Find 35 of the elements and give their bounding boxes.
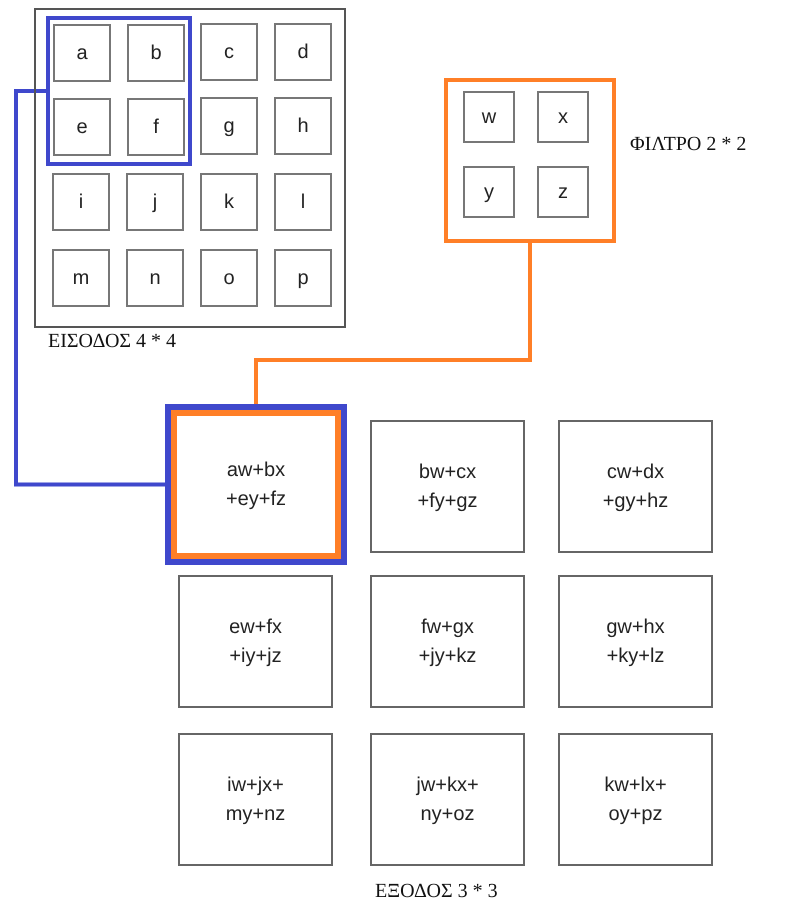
output-cell: iw+jx+ my+nz [178, 733, 333, 866]
output-cell: bw+cx +fy+gz [370, 420, 525, 553]
matrix-cell: k [200, 173, 258, 231]
matrix-cell: p [274, 249, 332, 307]
output-cell: kw+lx+ oy+pz [558, 733, 713, 866]
matrix-cell: b [127, 24, 185, 82]
matrix-cell: g [200, 97, 258, 155]
matrix-cell: m [52, 249, 110, 307]
matrix-cell: z [537, 166, 589, 218]
matrix-cell: x [537, 91, 589, 143]
matrix-cell: i [52, 173, 110, 231]
matrix-cell: e [53, 98, 111, 156]
matrix-cell: w [463, 91, 515, 143]
matrix-cell: o [200, 249, 258, 307]
matrix-cell: f [127, 98, 185, 156]
grid-heading: ΕΙΣΟΔΟΣ 4 * 4 [48, 330, 176, 353]
output-heading: ΕΞΟΔΟΣ 3 * 3 [375, 880, 498, 903]
matrix-cell: c [200, 23, 258, 81]
output-cell: fw+gx +jy+kz [370, 575, 525, 708]
output-cell: jw+kx+ ny+oz [370, 733, 525, 866]
matrix-cell: y [463, 166, 515, 218]
matrix-cell: h [274, 97, 332, 155]
output-cell: aw+bx +ey+fz [165, 404, 347, 565]
output-cell: gw+hx +ky+lz [558, 575, 713, 708]
matrix-cell: j [126, 173, 184, 231]
output-cell: ew+fx +iy+jz [178, 575, 333, 708]
matrix-cell: l [274, 173, 332, 231]
output-cell: cw+dx +gy+hz [558, 420, 713, 553]
matrix-cell: a [53, 24, 111, 82]
grid-heading: ΦΙΛΤΡΟ 2 * 2 [630, 133, 746, 156]
window-outline [46, 16, 192, 166]
connector-line [14, 89, 165, 486]
matrix-cell: d [274, 23, 332, 81]
matrix-cell: n [126, 249, 184, 307]
connector-line [254, 243, 532, 404]
